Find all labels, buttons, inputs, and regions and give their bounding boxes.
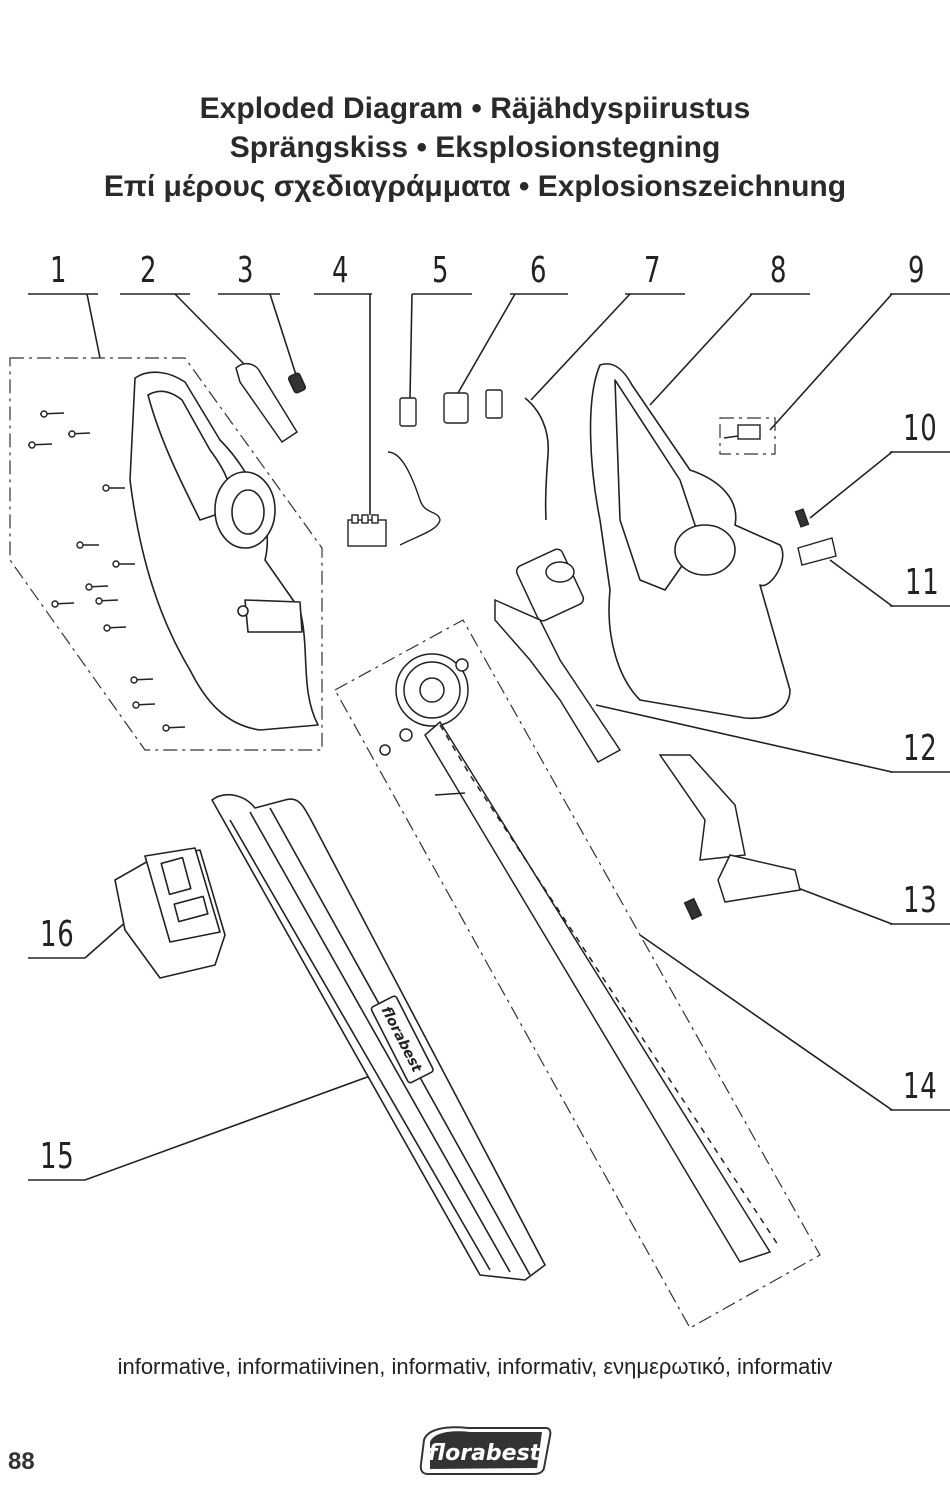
- callout-1: 1: [50, 250, 68, 291]
- callout-14: 14: [903, 1066, 938, 1107]
- callout-2: 2: [140, 250, 158, 291]
- callout-15: 15: [40, 1136, 75, 1177]
- callout-6: 6: [530, 250, 548, 291]
- caption: informative, informatiivinen, informativ…: [117, 1354, 833, 1379]
- callout-8: 8: [770, 250, 788, 291]
- title-line-3: Επί μέρους σχεδιαγράμματα • Explosionsze…: [103, 170, 847, 203]
- callout-5: 5: [432, 250, 450, 291]
- callout-12: 12: [903, 728, 938, 769]
- title-line-2: Sprängskiss • Eksplosionstegning: [229, 131, 721, 164]
- callout-10: 10: [903, 408, 938, 449]
- callout-13: 13: [903, 880, 938, 921]
- callout-4: 4: [332, 250, 350, 291]
- callout-9: 9: [908, 250, 926, 291]
- page-number: 88: [8, 1448, 35, 1475]
- florabest-logo: florabest: [419, 1426, 552, 1475]
- callout-7: 7: [644, 250, 662, 291]
- callout-16: 16: [40, 914, 75, 955]
- callout-11: 11: [905, 562, 940, 603]
- logo-text: florabest: [428, 1441, 542, 1466]
- callout-3: 3: [237, 250, 255, 291]
- title-line-1: Exploded Diagram • Räjähdyspiirustus: [199, 92, 751, 125]
